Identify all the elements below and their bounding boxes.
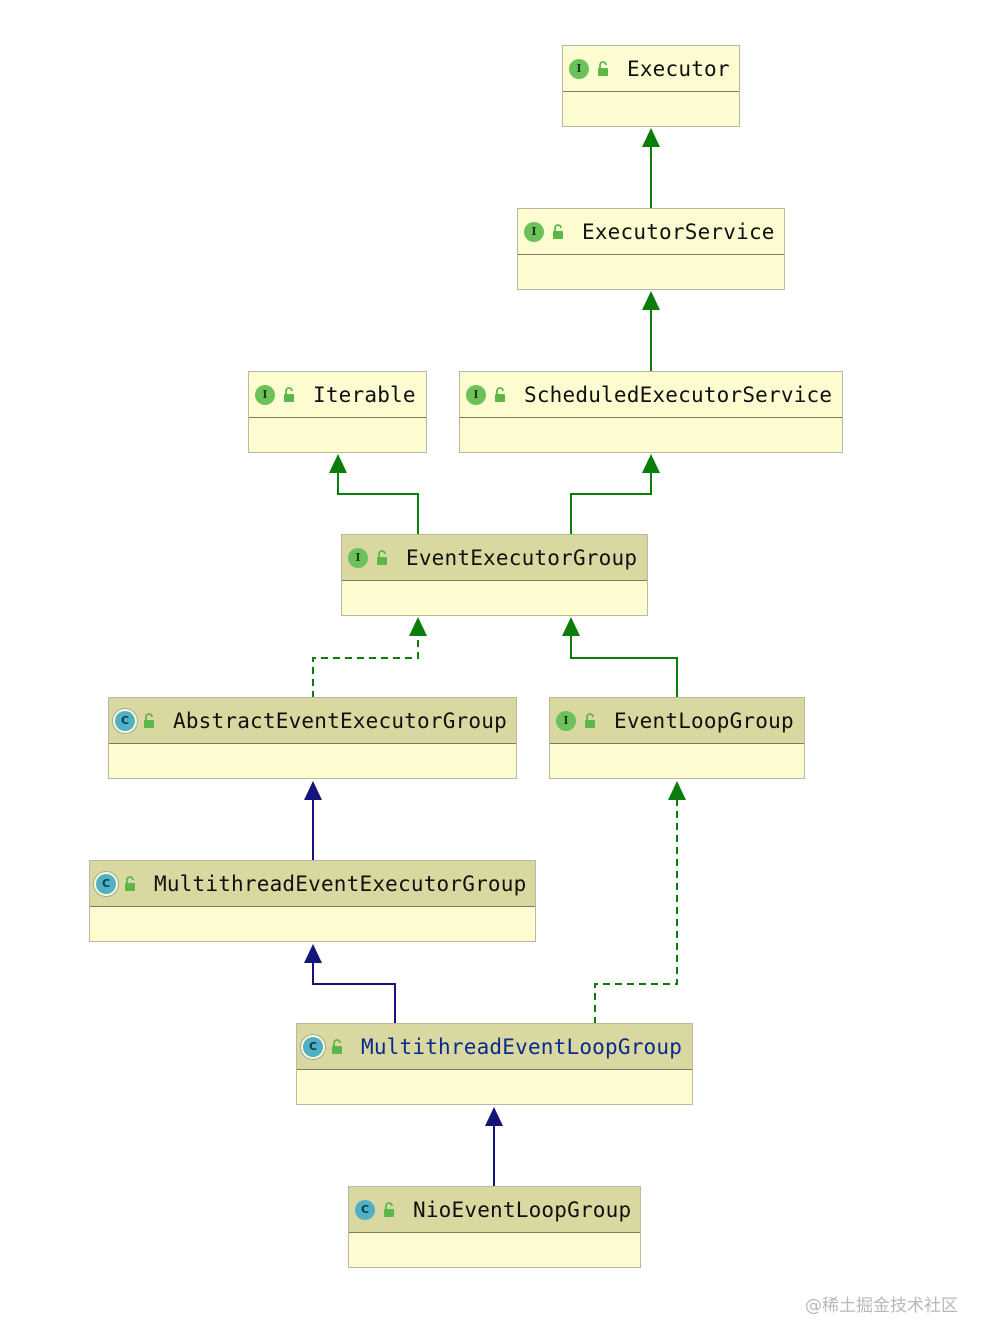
arrowhead-executor: [642, 128, 660, 147]
unlocked-public-icon: [495, 386, 505, 402]
node-header: I ExecutorService: [518, 209, 784, 255]
node-scheduledexecutorservice[interactable]: I ScheduledExecutorService: [459, 371, 843, 453]
interface-badge-icon: I: [524, 221, 544, 242]
abstract-class-badge-icon: C: [115, 710, 135, 731]
arrowhead-eventexecutorgroup-left: [409, 617, 427, 636]
unlocked-public-icon: [384, 1201, 394, 1217]
node-abstracteventexecutorgroup[interactable]: C AbstractEventExecutorGroup: [108, 697, 517, 779]
abstract-class-badge-icon: C: [303, 1036, 323, 1057]
node-multithreadeventloopgroup[interactable]: C MultithreadEventLoopGroup: [296, 1023, 693, 1105]
node-name: EventLoopGroup: [614, 708, 794, 733]
node-header: C AbstractEventExecutorGroup: [109, 698, 516, 744]
node-name: NioEventLoopGroup: [413, 1197, 632, 1222]
unlocked-public-icon: [585, 712, 595, 728]
node-header: I Iterable: [249, 372, 426, 418]
node-name: MultithreadEventExecutorGroup: [154, 871, 527, 896]
node-header: C NioEventLoopGroup: [349, 1187, 640, 1233]
node-body: [563, 92, 739, 128]
edge-eventexecutorgroup-scheduled: [570, 472, 652, 535]
arrowhead-abstract: [304, 781, 322, 800]
node-name: ScheduledExecutorService: [524, 382, 833, 407]
arrowhead-eventloopgroup: [668, 781, 686, 800]
node-multithreadeventexecutorgroup[interactable]: C MultithreadEventExecutorGroup: [89, 860, 536, 942]
watermark: @稀土掘金技术社区: [805, 1296, 958, 1316]
arrowhead-eventexecutorgroup-right: [562, 617, 580, 636]
node-name: Executor: [627, 56, 730, 81]
interface-badge-icon: I: [556, 710, 576, 731]
node-body: [109, 744, 516, 780]
node-executor[interactable]: I Executor: [562, 45, 740, 127]
unlocked-public-icon: [332, 1038, 342, 1054]
unlocked-public-icon: [144, 712, 154, 728]
arrowhead-multithreadloop: [485, 1107, 503, 1126]
interface-badge-icon: I: [569, 58, 589, 79]
edge-multithreadloop-eventloopgroup: [594, 799, 678, 1024]
node-eventexecutorgroup[interactable]: I EventExecutorGroup: [341, 534, 648, 616]
node-body: [297, 1070, 692, 1106]
node-header: I ScheduledExecutorService: [460, 372, 842, 418]
arrowhead-multithreadexecutor: [304, 944, 322, 963]
node-body: [460, 418, 842, 454]
node-executorservice[interactable]: I ExecutorService: [517, 208, 785, 290]
unlocked-public-icon: [553, 223, 563, 239]
node-iterable[interactable]: I Iterable: [248, 371, 427, 453]
unlocked-public-icon: [284, 386, 294, 402]
edge-eventloopgroup-eventexecutorgroup: [570, 636, 678, 698]
node-name: EventExecutorGroup: [406, 545, 638, 570]
node-name: AbstractEventExecutorGroup: [173, 708, 507, 733]
node-nioeventloopgroup[interactable]: C NioEventLoopGroup: [348, 1186, 641, 1268]
node-eventloopgroup[interactable]: I EventLoopGroup: [549, 697, 805, 779]
node-header: C MultithreadEventLoopGroup: [297, 1024, 692, 1070]
node-header: I EventExecutorGroup: [342, 535, 647, 581]
node-name: Iterable: [313, 382, 416, 407]
node-body: [349, 1233, 640, 1269]
arrowhead-iterable: [329, 454, 347, 473]
node-body: [550, 744, 804, 780]
edge-abstract-eventexecutorgroup: [312, 636, 419, 698]
node-body: [518, 255, 784, 291]
node-header: C MultithreadEventExecutorGroup: [90, 861, 535, 907]
interface-badge-icon: I: [255, 384, 275, 405]
interface-badge-icon: I: [348, 547, 368, 568]
node-body: [342, 581, 647, 617]
edge-eventexecutorgroup-iterable: [337, 472, 419, 535]
abstract-class-badge-icon: C: [96, 873, 116, 894]
node-body: [90, 907, 535, 943]
node-body: [249, 418, 426, 454]
node-header: I Executor: [563, 46, 739, 92]
interface-badge-icon: I: [466, 384, 486, 405]
unlocked-public-icon: [598, 60, 608, 76]
node-name: MultithreadEventLoopGroup: [361, 1034, 683, 1059]
arrowhead-scheduled: [642, 454, 660, 473]
unlocked-public-icon: [377, 549, 387, 565]
edge-multithreadloop-multithreadexecutor: [312, 962, 396, 1024]
arrowhead-executorservice: [642, 291, 660, 310]
unlocked-public-icon: [125, 875, 135, 891]
node-name: ExecutorService: [582, 219, 775, 244]
node-header: I EventLoopGroup: [550, 698, 804, 744]
class-badge-icon: C: [355, 1199, 375, 1220]
